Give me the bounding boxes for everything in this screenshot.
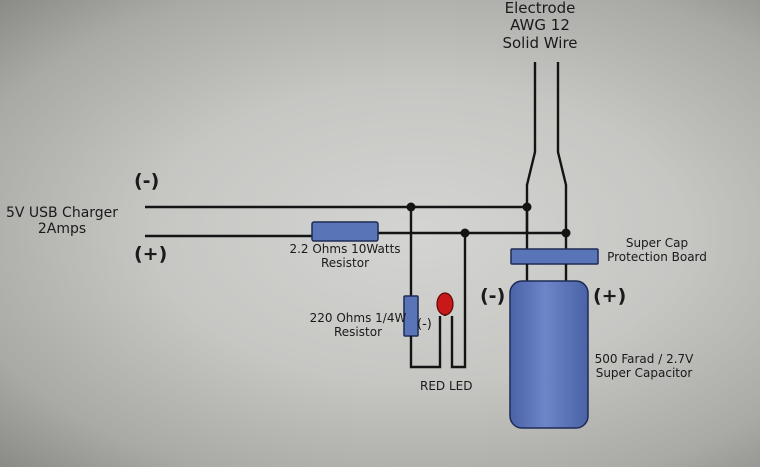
electrode-wires	[525, 62, 568, 232]
capacitor-positive-label: (+)	[593, 285, 627, 307]
electrode-label-line2: AWG 12	[510, 16, 570, 35]
protection-board-label: Super Cap Protection Board	[602, 236, 712, 265]
protection-board-line1: Super Cap	[625, 236, 689, 250]
protection-board-line2: Protection Board	[607, 249, 707, 264]
usb-charger-label: 5V USB Charger 2Amps	[2, 205, 122, 237]
usb-charger-line1: 5V USB Charger	[5, 205, 119, 221]
resistor-2-2-ohm-line1: 2.2 Ohms 10Watts	[289, 242, 401, 256]
electrode-label-line3: Solid Wire	[502, 33, 578, 52]
led-loop-wire	[409, 316, 442, 369]
red-led-label: RED LED	[420, 379, 473, 393]
super-capacitor-line1: 500 Farad / 2.7V	[594, 352, 694, 366]
led-positive-wire	[450, 233, 467, 369]
capacitor-negative-label: (-)	[480, 285, 506, 307]
junction-dot-positive-led	[460, 228, 470, 238]
super-capacitor-label: 500 Farad / 2.7V Super Capacitor	[586, 352, 702, 381]
resistor-220-ohm-line1: 220 Ohms 1/4W	[309, 311, 407, 325]
led-negative-label: (-)	[417, 317, 432, 332]
electrode-label: Electrode AWG 12 Solid Wire	[494, 0, 586, 52]
super-capacitor	[509, 280, 589, 429]
usb-charger-line2: 2Amps	[37, 221, 87, 238]
super-capacitor-line2: Super Capacitor	[595, 365, 693, 380]
junction-dot-negative-branch	[406, 202, 416, 212]
negative-input-label: (-)	[134, 170, 160, 192]
protection-board	[510, 248, 599, 265]
electrode-label-line1: Electrode	[504, 0, 576, 17]
resistor-220-ohm-label: 220 Ohms 1/4W Resistor	[302, 311, 414, 340]
positive-input-label: (+)	[134, 243, 168, 265]
red-led	[436, 292, 454, 316]
resistor-220-ohm-line2: Resistor	[334, 324, 382, 339]
resistor-2-2-ohm	[311, 221, 379, 242]
resistor-2-2-ohm-label: 2.2 Ohms 10Watts Resistor	[280, 242, 410, 271]
resistor-2-2-ohm-line2: Resistor	[321, 255, 369, 270]
